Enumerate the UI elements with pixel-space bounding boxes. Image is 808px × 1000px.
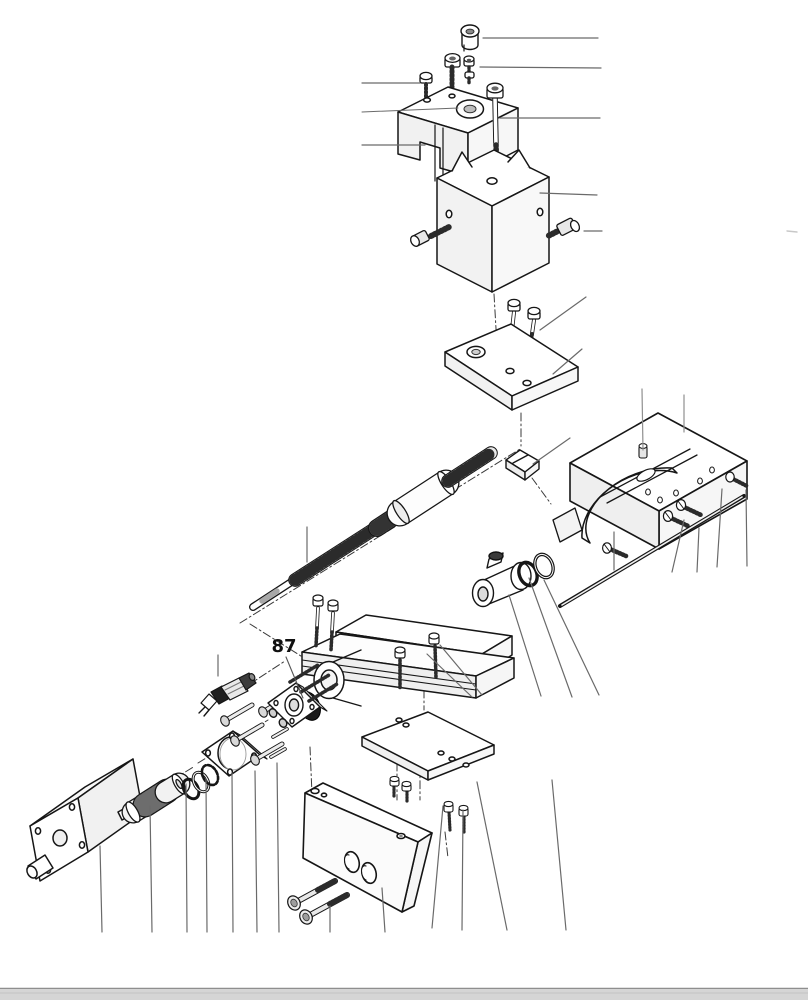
swivel-saddle: [552, 412, 748, 550]
gib-rod: [558, 494, 746, 608]
footer-bar: [0, 987, 808, 1000]
carriage-body: [301, 614, 515, 707]
plate-screws: [389, 775, 469, 835]
gear-motor: [26, 758, 144, 882]
long-socket-screw: [486, 82, 504, 175]
flexible-coupling: [121, 772, 191, 824]
gib-screws: [601, 499, 704, 559]
bearing-flange: [267, 663, 339, 728]
side-bolt-left: [409, 224, 452, 247]
cover-plate: [444, 323, 579, 411]
lead-screw: [249, 446, 498, 611]
socket-head-screw: [444, 52, 461, 90]
stepped-bracket: [397, 86, 519, 185]
clamp-shoe: [505, 449, 540, 481]
part-number-87: 87: [271, 636, 296, 657]
edge-artifact: [786, 230, 798, 233]
end-pin-screw: [725, 471, 750, 489]
slide-housing-block: [436, 149, 550, 293]
flange-screws: [220, 694, 291, 766]
o-ring-washers: [517, 552, 555, 588]
side-bolt-right: [545, 217, 581, 239]
callout-87-leader: [285, 656, 304, 699]
end-block: [302, 782, 433, 913]
cap-nut: [460, 24, 480, 52]
leader-lines: [99, 37, 748, 933]
block-screws: [287, 878, 350, 925]
base-plate: [361, 711, 495, 781]
sensor-plug: [198, 672, 257, 717]
